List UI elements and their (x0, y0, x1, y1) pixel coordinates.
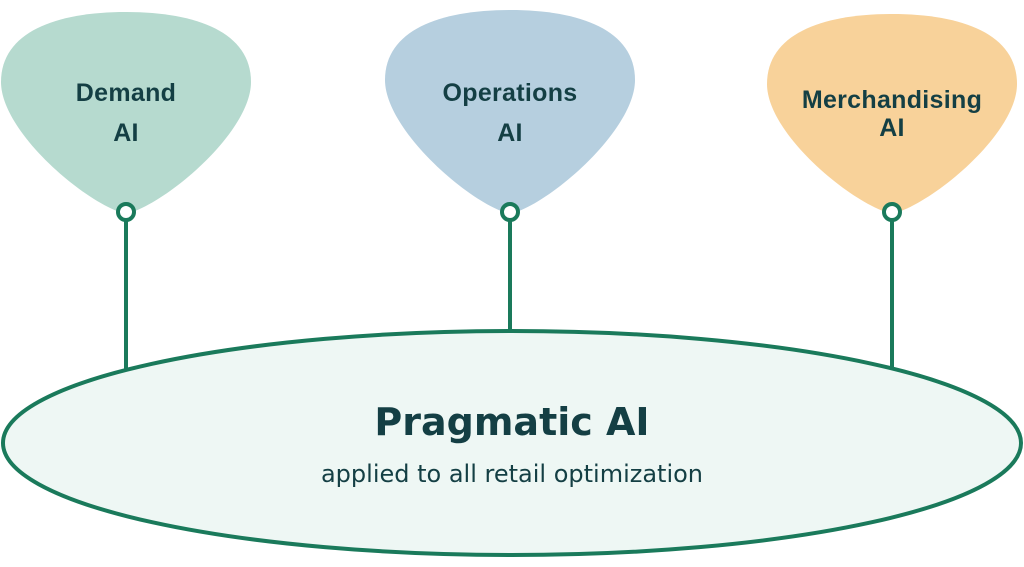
core-ellipse-group (1, 329, 1023, 557)
pin-shape-merchandising (767, 14, 1017, 214)
pin-shape-operations (385, 10, 635, 214)
pin-label-merchandising-line2: AI (879, 114, 905, 142)
pin-label-merchandising-line1: Merchandising (802, 86, 982, 114)
core-title: Pragmatic AI (374, 400, 649, 444)
pin-anchor-merchandising (882, 202, 902, 222)
pin-label-operations-line1: Operations (443, 79, 578, 107)
pin-anchor-operations (500, 202, 520, 222)
pin-label-demand-line2: AI (113, 119, 139, 147)
pin-label-demand-line1: Demand (76, 79, 176, 107)
pin-label-operations-line2: AI (497, 119, 523, 147)
core-subtitle: applied to all retail optimization (321, 460, 703, 488)
core-ellipse (1, 329, 1023, 557)
pin-shape-demand (1, 12, 251, 214)
pin-anchor-demand (116, 202, 136, 222)
